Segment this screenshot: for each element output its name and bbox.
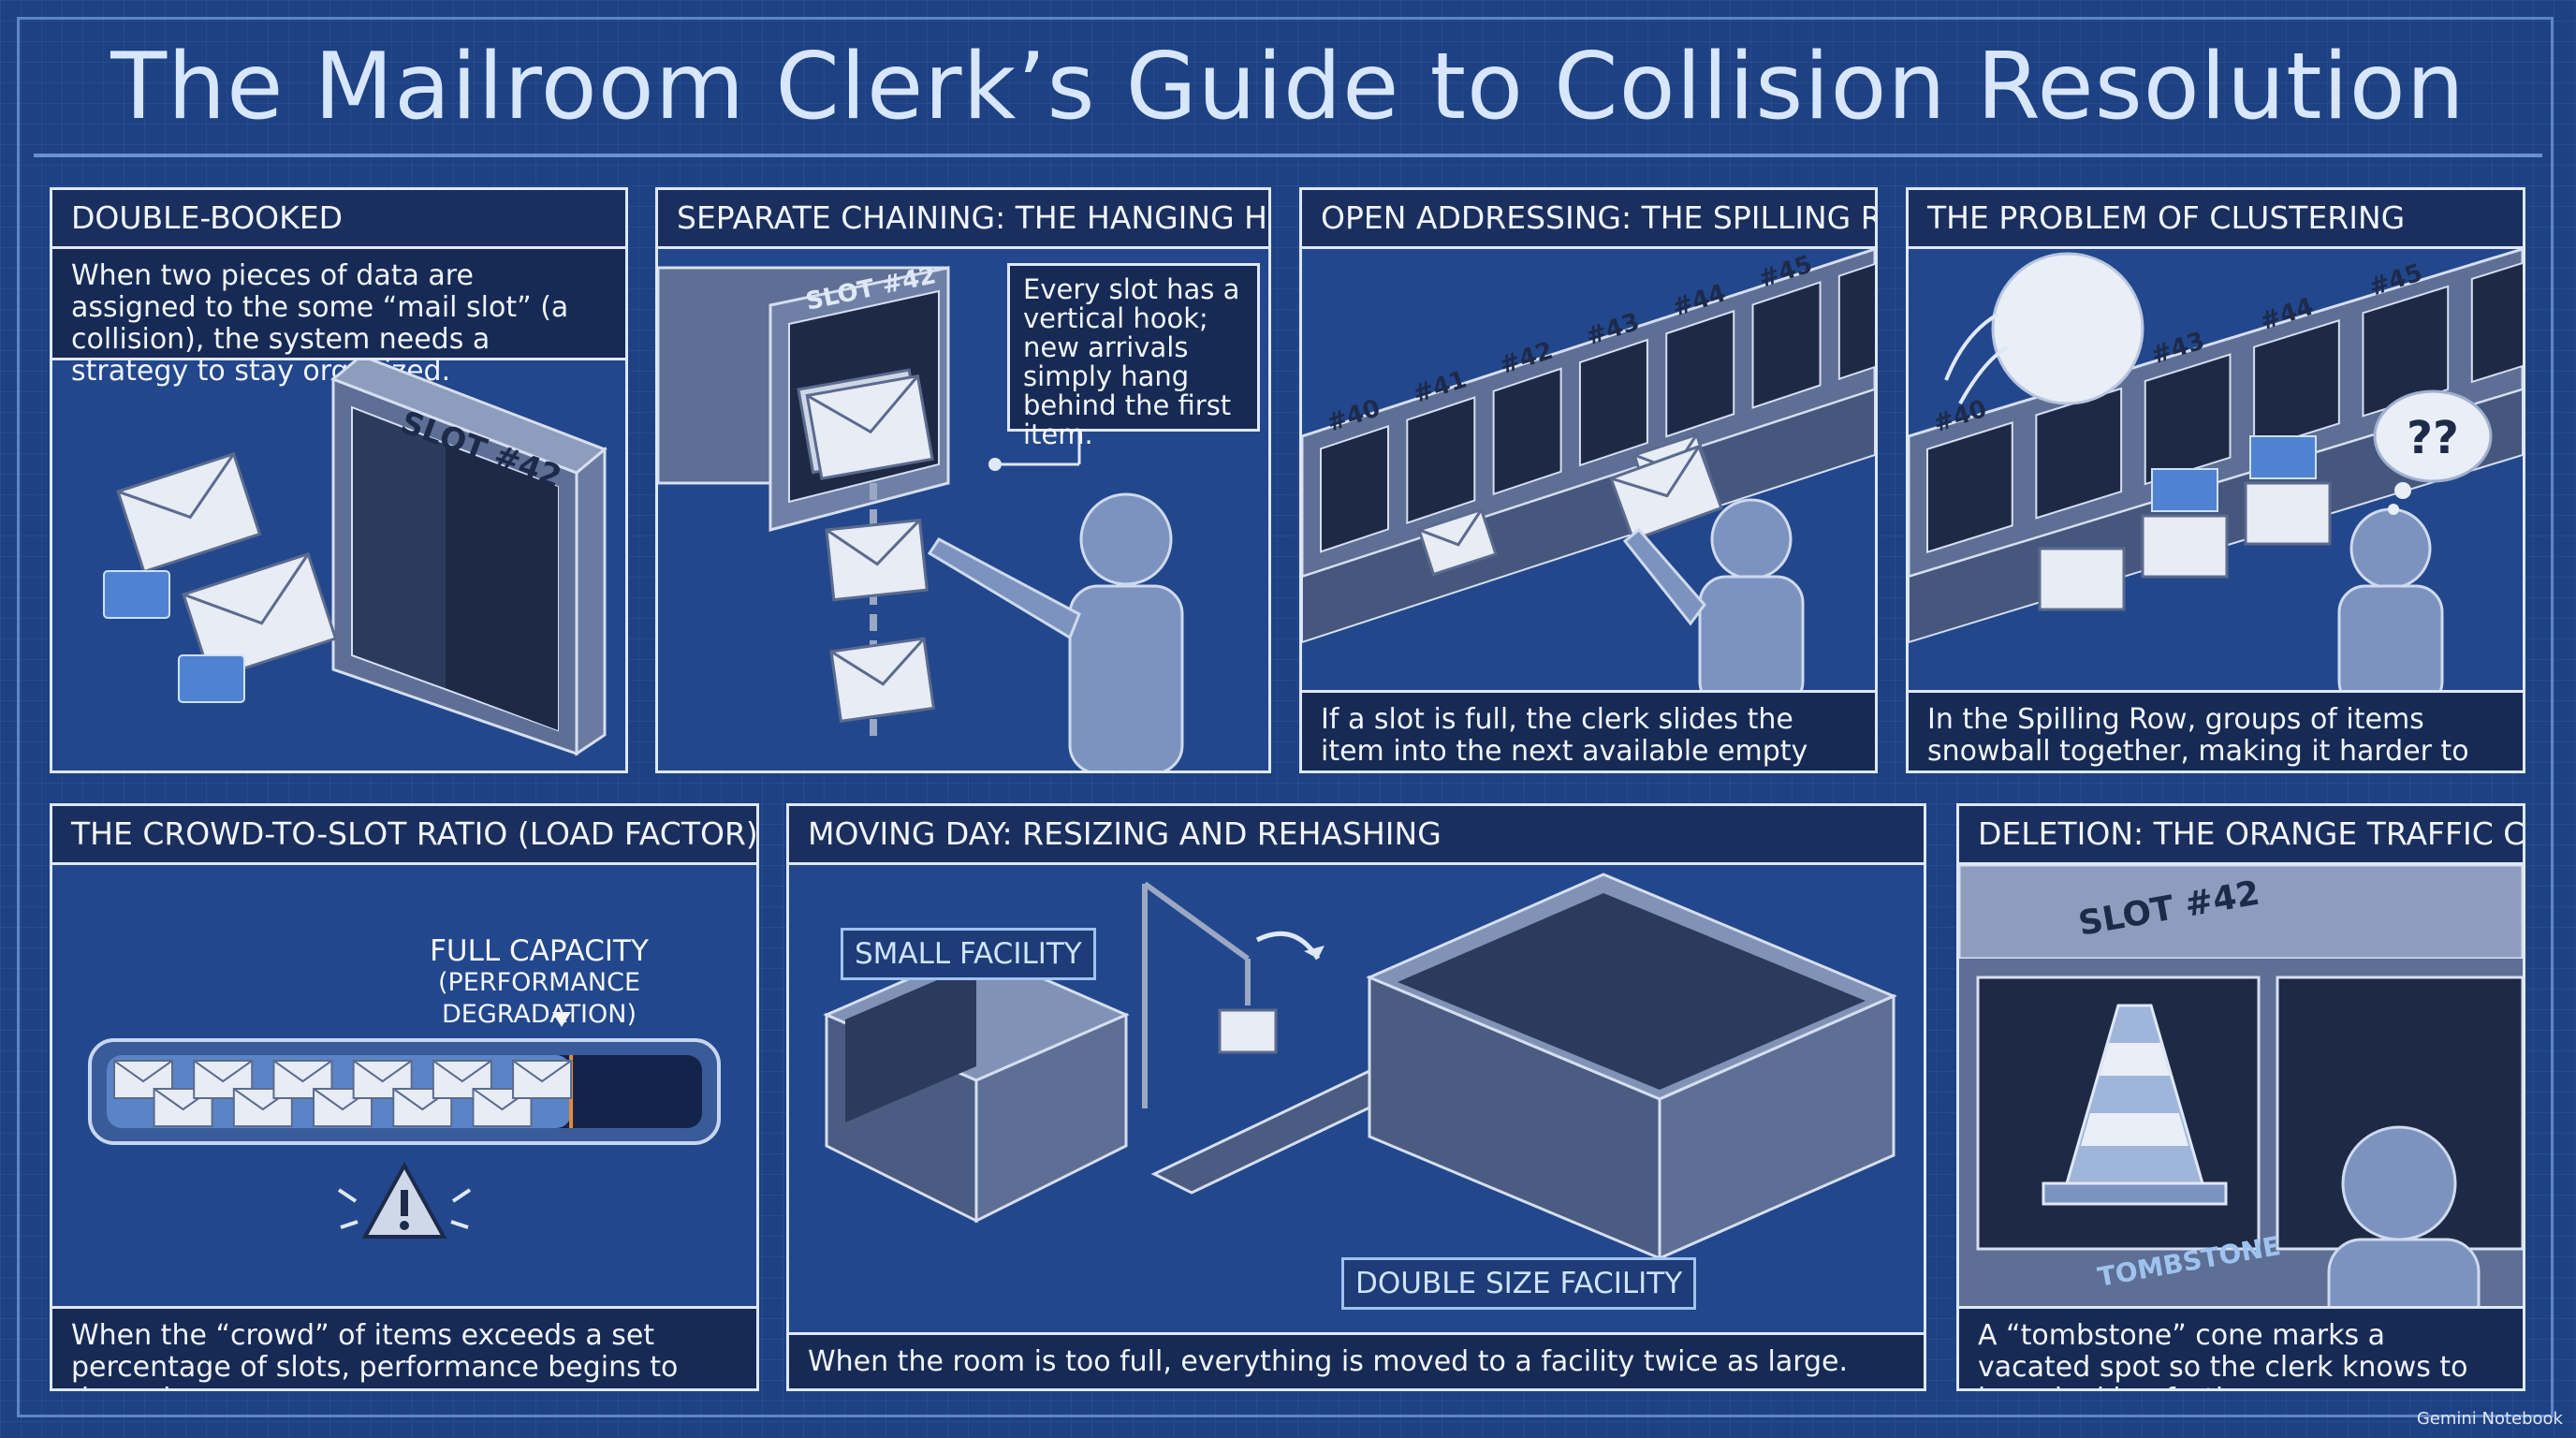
slot-cell xyxy=(1926,421,2013,554)
page-title: The Mailroom Clerk’s Guide to Collision … xyxy=(110,34,2466,140)
panel-title: MOVING DAY: RESIZING AND REHASHING xyxy=(789,806,1924,865)
panel-description: If a slot is full, the clerk slides the … xyxy=(1302,690,1875,770)
double-size-facility-label: DOUBLE SIZE FACILITY xyxy=(1341,1257,1697,1310)
thought-bubble: ?? xyxy=(2373,389,2493,515)
envelope-cluster-icon xyxy=(2038,435,2332,611)
large-facility-building xyxy=(1366,873,1897,1261)
envelope-icon xyxy=(432,1060,492,1099)
outer-frame xyxy=(17,17,2554,1417)
data-card-icon xyxy=(178,654,245,703)
collision-illustration: SLOT #42 xyxy=(103,360,607,756)
hanging-hook-illustration: SLOT #42 xyxy=(658,261,1184,770)
panel-description: A “tombstone” cone marks a vacated spot … xyxy=(1959,1306,2523,1388)
small-facility-label: SMALL FACILITY xyxy=(841,928,1096,980)
panel-double-booked: DOUBLE-BOOKED When two pieces of data ar… xyxy=(50,187,628,773)
moving-day-illustration xyxy=(823,873,1897,1261)
envelope-icon xyxy=(182,551,338,682)
slot-cell xyxy=(1406,396,1476,524)
envelope-stack-icon xyxy=(797,368,934,480)
title-divider xyxy=(34,154,2542,157)
envelope-icon xyxy=(825,518,929,602)
watermark: Gemini Notebook xyxy=(2416,1409,2563,1429)
envelope-icon xyxy=(1609,444,1723,542)
clerk-figure xyxy=(1622,498,1805,698)
crowd-envelopes xyxy=(113,1060,573,1127)
traffic-cone-icon xyxy=(2042,1004,2228,1206)
warning-icon xyxy=(337,1161,472,1239)
panel-description: When two pieces of data are assigned to … xyxy=(52,249,625,388)
clustering-illustration: #40#42#43#44#45 ?? xyxy=(1909,249,2523,698)
panel-title: THE PROBLEM OF CLUSTERING xyxy=(1909,190,2523,249)
panel-clustering: THE PROBLEM OF CLUSTERING #40#42#43#44#4… xyxy=(1906,187,2525,773)
slot-row xyxy=(1926,261,2523,554)
small-facility-building xyxy=(823,947,1130,1224)
crane-icon xyxy=(1142,881,1251,1108)
snowball-icon xyxy=(1991,252,2144,405)
envelope-icon xyxy=(512,1060,573,1099)
panel-open-addressing: OPEN ADDRESSING: THE SPILLING ROW #40#41… xyxy=(1299,187,1878,773)
panel-separate-chaining: SEPARATE CHAINING: THE HANGING HOOK SLOT… xyxy=(655,187,1271,773)
panel-title: THE CROWD-TO-SLOT RATIO (LOAD FACTOR) xyxy=(52,806,756,865)
data-card-icon xyxy=(103,570,170,619)
tombstone-illustration: SLOT #42 TOMBSTONE xyxy=(1959,865,2523,1314)
panel-resizing: MOVING DAY: RESIZING AND REHASHING SMALL… xyxy=(786,803,1926,1391)
thought-text: ?? xyxy=(2407,412,2459,464)
slot-cell xyxy=(1492,367,1562,496)
envelope-icon xyxy=(1417,507,1498,577)
crate-icon xyxy=(1218,1008,1278,1054)
confused-clerk-figure xyxy=(2337,507,2444,698)
slot-cell xyxy=(2362,285,2450,418)
slot-cell xyxy=(1665,309,1735,438)
spilling-row-illustration: #40#41#42#43#44#45 xyxy=(1302,249,1875,698)
panel-description: When the room is too full, everything is… xyxy=(789,1332,1924,1388)
slot-cell xyxy=(1751,281,1822,409)
envelope-icon xyxy=(829,637,936,723)
envelope-icon xyxy=(116,451,262,574)
slot-cell xyxy=(2470,261,2523,384)
panel-load-factor: THE CROWD-TO-SLOT RATIO (LOAD FACTOR) FU… xyxy=(50,803,759,1391)
panel-title: SEPARATE CHAINING: THE HANGING HOOK xyxy=(658,190,1268,249)
panel-description: In the Spilling Row, groups of items sno… xyxy=(1909,690,2523,770)
slot-cell xyxy=(1837,262,1875,381)
full-capacity-label: FULL CAPACITY (PERFORMANCE DEGRADATION) xyxy=(361,935,717,1031)
panel-deletion: DELETION: THE ORANGE TRAFFIC CONE SLOT #… xyxy=(1956,803,2525,1391)
panel-description: When the “crowd” of items exceeds a set … xyxy=(52,1306,756,1388)
slot-cell xyxy=(1578,338,1648,467)
slot-cell xyxy=(2253,318,2340,452)
slot-cell xyxy=(2144,353,2232,486)
capacity-heading: FULL CAPACITY xyxy=(430,934,649,968)
capacity-marker xyxy=(88,1012,721,1239)
clerk-figure xyxy=(927,492,1184,770)
hook-callout: Every slot has a vertical hook; new arri… xyxy=(1007,263,1260,449)
panel-title: DOUBLE-BOOKED xyxy=(52,190,625,249)
clerk-figure xyxy=(2327,1125,2481,1314)
panel-title: OPEN ADDRESSING: THE SPILLING ROW xyxy=(1302,190,1875,249)
slot-row xyxy=(1320,262,1875,553)
capacity-subheading: (PERFORMANCE DEGRADATION) xyxy=(437,968,641,1029)
panel-title: DELETION: THE ORANGE TRAFFIC CONE xyxy=(1959,806,2523,865)
slot-cell xyxy=(1320,424,1389,553)
